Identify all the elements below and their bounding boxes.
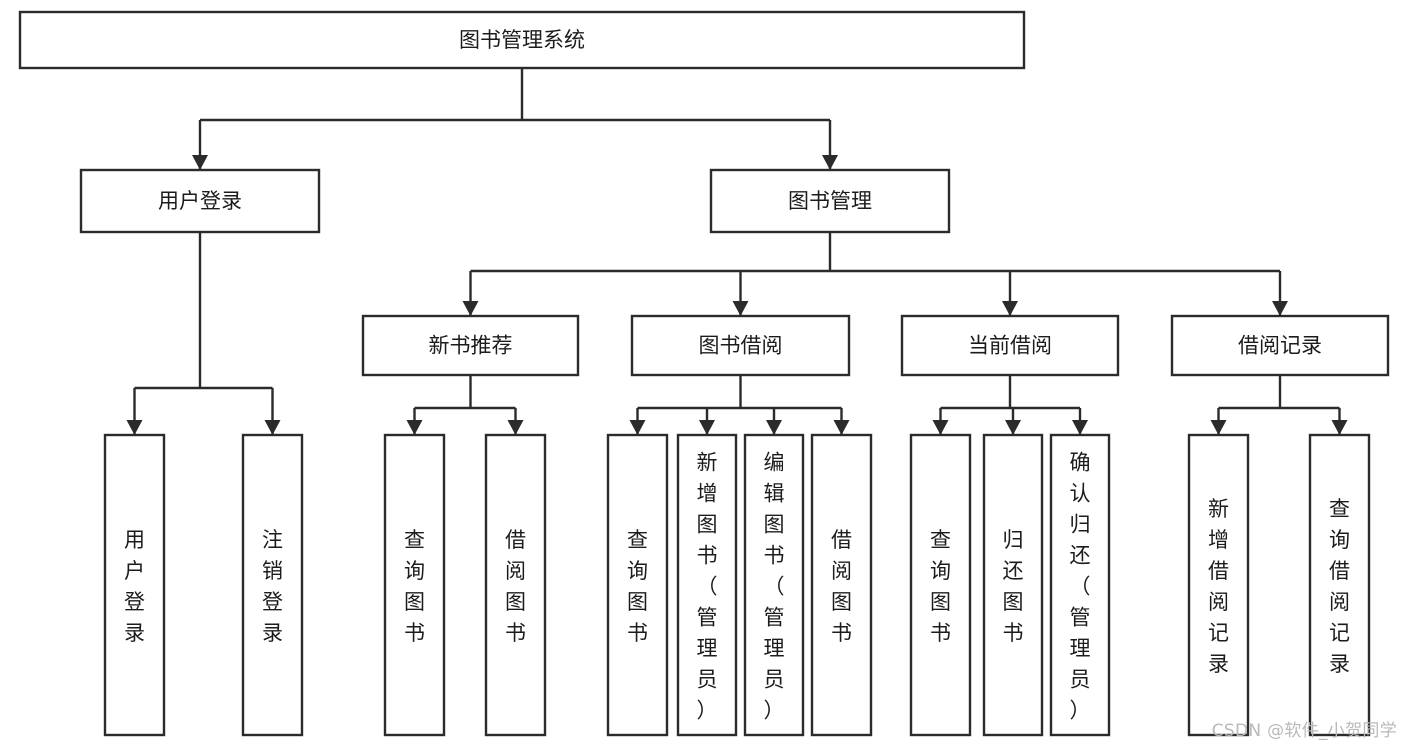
node-leaf-confirm-return[interactable]: 确认归还（管理员） [1049,433,1111,737]
node-box-user-login [79,168,321,234]
node-leaf-add-record[interactable]: 新增借阅记录 [1187,433,1250,737]
node-leaf-query-book-b[interactable]: 查询图书 [606,433,669,737]
node-label-leaf-confirm-return: 确认归还（管理员） [1070,451,1091,723]
node-box-leaf-user-login [103,433,166,737]
watermark-text: CSDN @软件_小贺同学 [1211,721,1397,741]
node-label-leaf-query-book-b: 查询图书 [627,528,648,645]
arrow-head-root-1 [822,155,838,170]
node-label-leaf-add-book: 新增图书（管理员） [697,451,718,723]
node-label-current-borrow: 当前借阅 [968,334,1052,358]
node-label-leaf-borrow-book-b: 借阅图书 [831,528,852,645]
node-label-borrow-record: 借阅记录 [1238,334,1322,358]
node-box-leaf-borrow-book-a [484,433,547,737]
arrow-head-root-0 [192,155,208,170]
node-leaf-edit-book[interactable]: 编辑图书（管理员） [743,433,805,737]
node-leaf-query-book-a[interactable]: 查询图书 [383,433,446,737]
node-label-undefined: 图书管理系统 [459,28,585,52]
node-box-leaf-add-book [676,433,738,737]
node-box-borrow-record [1170,314,1390,377]
node-user-login[interactable]: 用户登录 [79,168,321,234]
arrow-head-borrow-record-1 [1331,420,1348,435]
node-box-book-borrow [630,314,851,377]
node-label-book-manage: 图书管理 [788,189,872,213]
node-box-leaf-query-book-c [909,433,972,737]
arrow-head-borrow-record-0 [1210,420,1227,435]
node-box-current-borrow [900,314,1120,377]
node-label-leaf-query-book-a: 查询图书 [404,528,425,645]
node-label-leaf-borrow-book-a: 借阅图书 [505,528,526,645]
arrow-head-current-borrow-2 [1072,420,1088,435]
node-leaf-borrow-book-b[interactable]: 借阅图书 [810,433,873,737]
node-leaf-query-book-c[interactable]: 查询图书 [909,433,972,737]
node-leaf-add-book[interactable]: 新增图书（管理员） [676,433,738,737]
node-label-user-login: 用户登录 [158,189,242,213]
arrow-head-book-borrow-2 [766,420,782,435]
node-box-leaf-add-record [1187,433,1250,737]
node-leaf-user-login[interactable]: 用户登录 [103,433,166,737]
node-book-borrow[interactable]: 图书借阅 [630,314,851,377]
node-label-leaf-add-record: 新增借阅记录 [1208,497,1229,676]
arrow-head-new-book-1 [507,420,524,435]
arrow-head-book-manage-3 [1272,301,1288,316]
node-label-leaf-user-login: 用户登录 [124,528,145,645]
arrow-head-book-borrow-1 [699,420,715,435]
node-box-leaf-confirm-return [1049,433,1111,737]
arrow-head-book-borrow-0 [629,420,646,435]
arrow-head-book-manage-0 [462,301,479,316]
node-leaf-logout-login[interactable]: 注销登录 [241,433,304,737]
node-leaf-return-book[interactable]: 归还图书 [982,433,1044,737]
node-current-borrow[interactable]: 当前借阅 [900,314,1120,377]
node-leaf-query-record[interactable]: 查询借阅记录 [1308,433,1371,737]
node-box-leaf-borrow-book-b [810,433,873,737]
arrow-head-book-borrow-3 [833,420,850,435]
arrow-head-user-login-1 [264,420,281,435]
arrow-head-book-manage-1 [732,301,749,316]
arrow-head-current-borrow-1 [1005,420,1021,435]
node-box-book-manage [709,168,951,234]
arrow-head-book-manage-2 [1002,301,1018,316]
arrow-head-new-book-0 [406,420,423,435]
node-label-new-book-recommend: 新书推荐 [429,334,513,358]
node-new-book-recommend[interactable]: 新书推荐 [361,314,580,377]
node-box-leaf-query-record [1308,433,1371,737]
node-label-leaf-logout-login: 注销登录 [262,528,283,645]
node-book-manage[interactable]: 图书管理 [709,168,951,234]
node-leaf-borrow-book-a[interactable]: 借阅图书 [484,433,547,737]
node-layer: 图书管理系统用户登录图书管理新书推荐图书借阅当前借阅借阅记录用户登录注销登录查询… [18,10,1390,737]
node-box-new-book-recommend [361,314,580,377]
node-undefined[interactable]: 图书管理系统 [18,10,1026,70]
arrow-head-user-login-0 [126,420,143,435]
node-box-leaf-logout-login [241,433,304,737]
node-box-leaf-edit-book [743,433,805,737]
node-label-book-borrow: 图书借阅 [699,334,783,358]
arrow-head-current-borrow-0 [932,420,949,435]
node-box-leaf-query-book-b [606,433,669,737]
node-box-leaf-query-book-a [383,433,446,737]
node-label-leaf-query-book-c: 查询图书 [930,528,951,645]
node-box-undefined [18,10,1026,70]
node-label-leaf-return-book: 归还图书 [1003,528,1024,645]
node-label-leaf-edit-book: 编辑图书（管理员） [764,451,785,723]
node-label-leaf-query-record: 查询借阅记录 [1329,497,1350,676]
connector-layer [126,68,1348,435]
node-borrow-record[interactable]: 借阅记录 [1170,314,1390,377]
node-box-leaf-return-book [982,433,1044,737]
